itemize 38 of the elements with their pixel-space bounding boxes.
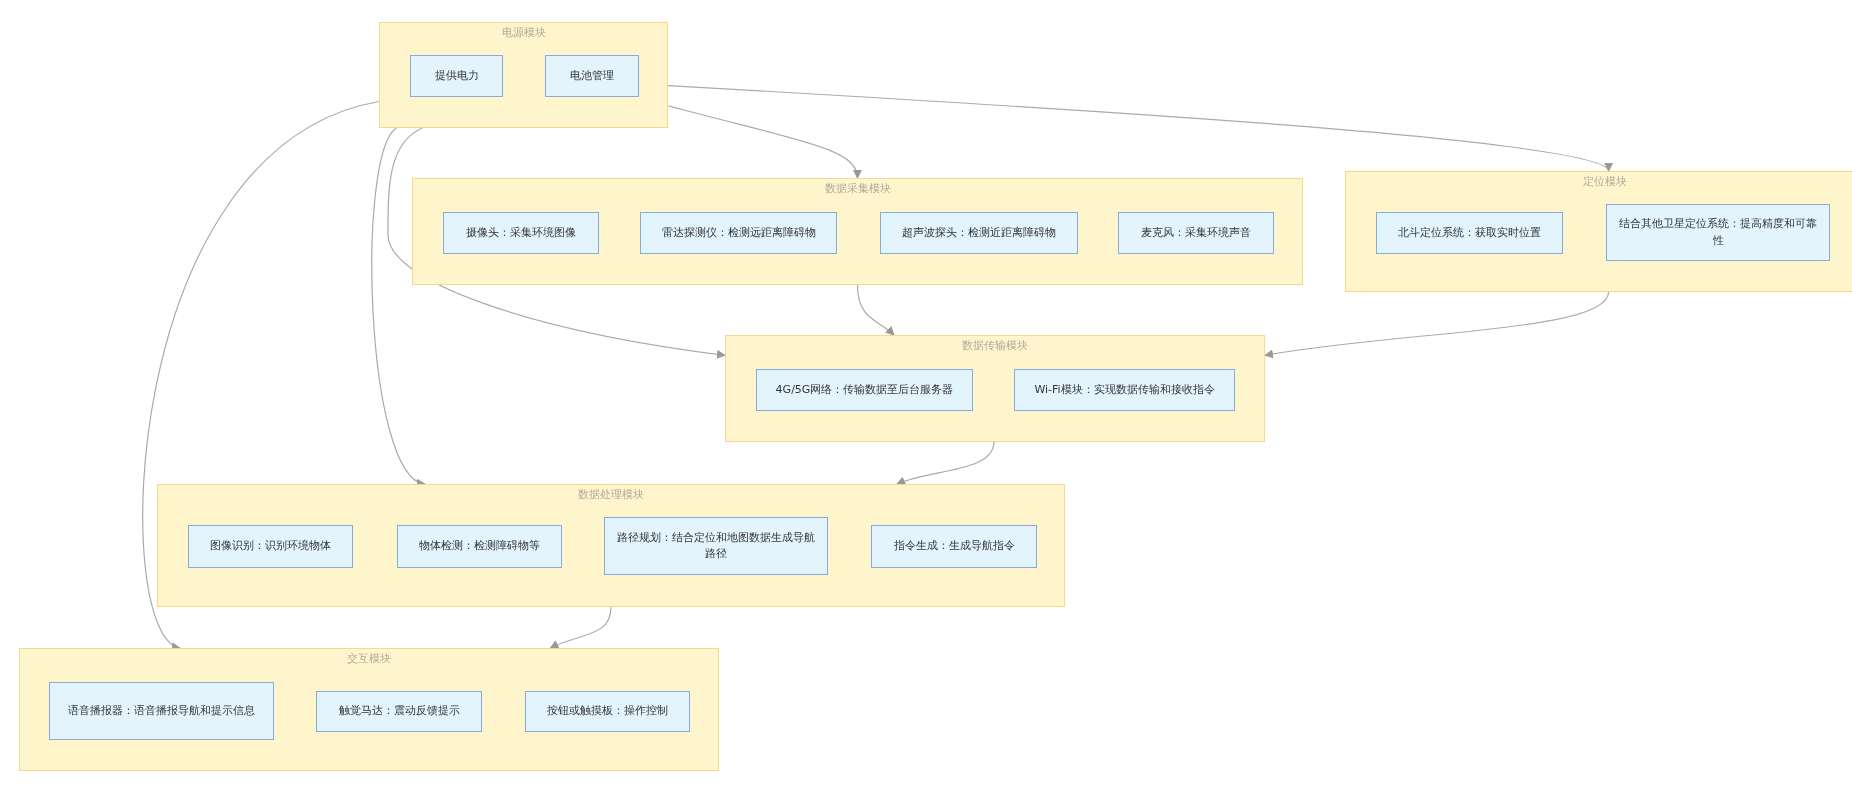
arrow bbox=[896, 441, 995, 486]
component-box: 提供电力 bbox=[410, 55, 503, 97]
component-box: 麦克风：采集环境声音 bbox=[1118, 212, 1274, 254]
component-box: 结合其他卫星定位系统：提高精度和可靠性 bbox=[1606, 204, 1830, 261]
arrow bbox=[856, 284, 895, 336]
arrow bbox=[1264, 291, 1610, 359]
component-box: 超声波探头：检测近距离障碍物 bbox=[880, 212, 1078, 254]
module-box bbox=[379, 22, 668, 128]
component-box: 按钮或触摸板：操作控制 bbox=[525, 691, 690, 732]
module-title: 电源模块 bbox=[501, 25, 546, 40]
arrow bbox=[371, 127, 426, 485]
module-box bbox=[412, 178, 1303, 285]
component-box: 触觉马达：震动反馈提示 bbox=[316, 691, 482, 732]
component-box: 雷达探测仪：检测远距离障碍物 bbox=[640, 212, 837, 254]
arrow bbox=[667, 85, 1610, 172]
component-box: Wi-Fi模块：实现数据传输和接收指令 bbox=[1014, 369, 1235, 411]
arrow bbox=[142, 100, 380, 649]
module-title: 交互模块 bbox=[347, 651, 391, 666]
module-title: 数据传输模块 bbox=[962, 338, 1028, 353]
arrow bbox=[549, 606, 612, 649]
arrow bbox=[387, 127, 726, 359]
module-box bbox=[19, 648, 719, 771]
module-box bbox=[1345, 171, 1852, 292]
component-box: 4G/5G网络：传输数据至后台服务器 bbox=[756, 369, 973, 411]
component-box: 电池管理 bbox=[545, 55, 639, 97]
component-box: 物体检测：检测障碍物等 bbox=[397, 525, 562, 568]
component-box: 图像识别：识别环境物体 bbox=[188, 525, 353, 568]
module-title: 定位模块 bbox=[1583, 174, 1627, 189]
component-box: 摄像头：采集环境图像 bbox=[443, 212, 599, 254]
module-box bbox=[157, 484, 1065, 607]
module-title: 数据处理模块 bbox=[578, 487, 644, 502]
component-box: 语音播报器：语音播报导航和提示信息 bbox=[49, 682, 274, 740]
arrow bbox=[667, 105, 861, 179]
module-title: 数据采集模块 bbox=[824, 181, 891, 196]
component-box: 指令生成：生成导航指令 bbox=[871, 525, 1037, 568]
module-box bbox=[725, 335, 1265, 442]
component-box: 路径规划：结合定位和地图数据生成导航路径 bbox=[604, 517, 828, 575]
component-box: 北斗定位系统：获取实时位置 bbox=[1376, 212, 1563, 254]
